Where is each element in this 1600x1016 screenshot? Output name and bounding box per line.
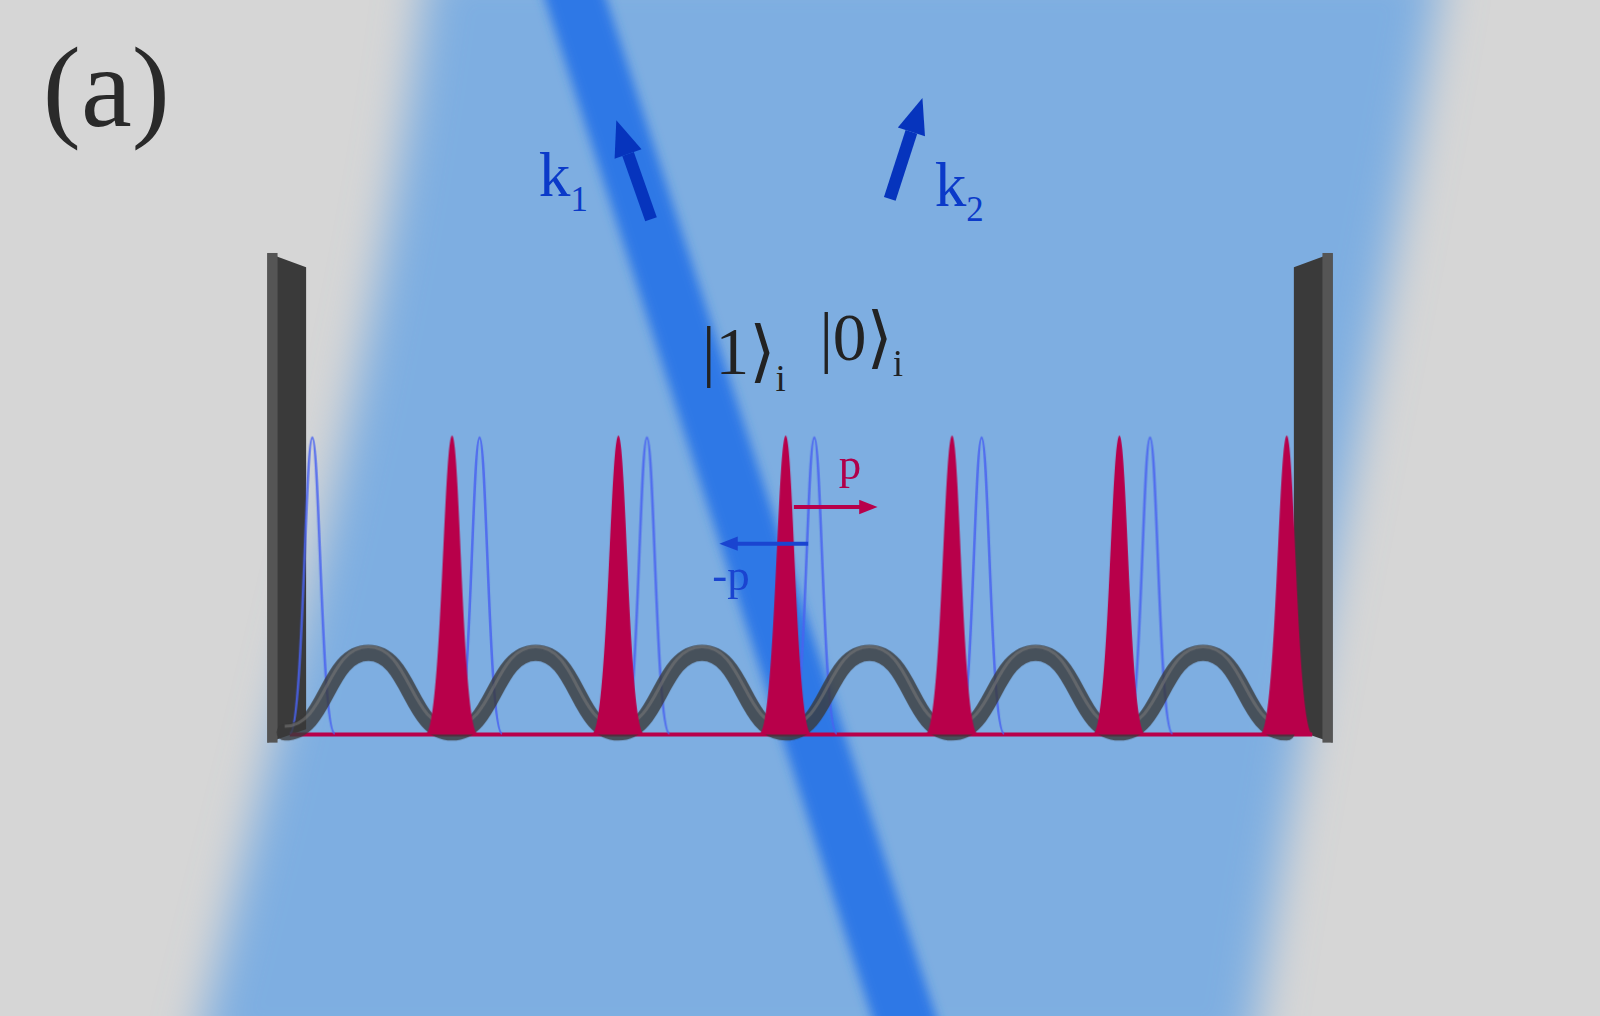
wide-beam	[194, 0, 1444, 1016]
red-peak	[592, 436, 645, 735]
k1-arrow-shaft	[628, 154, 651, 219]
k2-arrow-head	[898, 98, 925, 136]
p-arrow-head	[859, 500, 877, 514]
blue-peaks	[290, 438, 1173, 734]
red-peak	[1260, 436, 1313, 735]
momentum-label: -p	[712, 553, 749, 598]
minus-p-arrow-shaft	[735, 542, 808, 546]
k1-arrow-head	[615, 120, 642, 158]
red-peak	[1093, 436, 1146, 735]
narrow-beam	[539, 0, 944, 1016]
k2-arrow-shaft	[890, 132, 912, 199]
red-peak	[926, 436, 979, 735]
red-peak	[759, 436, 812, 735]
state-label: |0⟩i	[819, 304, 903, 371]
red-peak	[426, 436, 479, 735]
wavevector-label: k1	[539, 143, 588, 206]
minus-p-arrow-head	[719, 537, 737, 551]
state-label: |1⟩i	[702, 318, 786, 385]
momentum-label: p	[839, 443, 861, 488]
right-wall-face	[1322, 253, 1332, 743]
red-peaks	[426, 436, 1314, 735]
left-wall-face	[267, 253, 277, 743]
p-arrow-shaft	[794, 505, 862, 509]
panel-label: (a)	[43, 31, 170, 145]
wavevector-label: k2	[935, 153, 984, 216]
